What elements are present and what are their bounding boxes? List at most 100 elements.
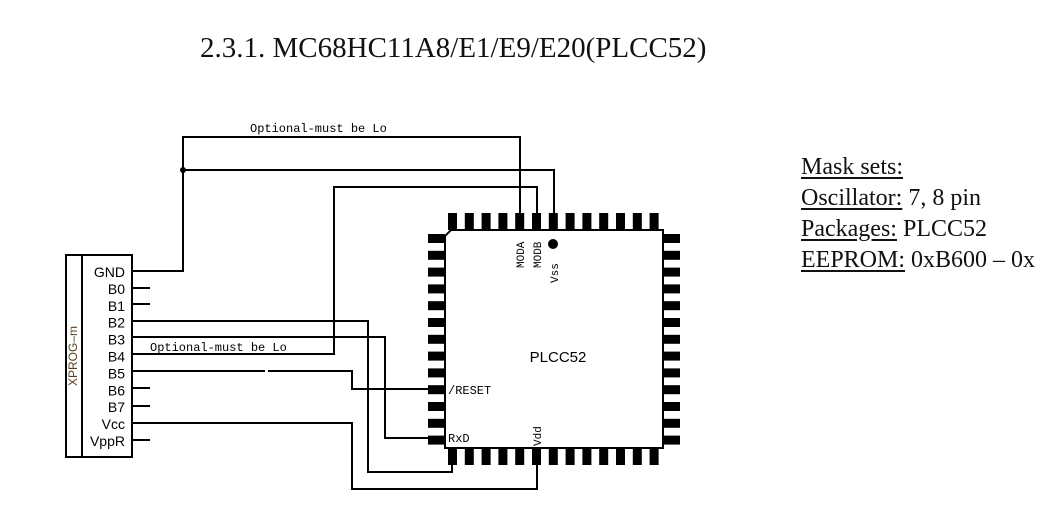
chip-pin-bottom xyxy=(464,448,474,465)
junction-dot xyxy=(180,167,186,173)
chip-pin-top xyxy=(532,213,541,230)
chip-pin-bottom xyxy=(548,448,558,465)
connector-pin-label: GND xyxy=(94,264,125,280)
chip-pin-top xyxy=(481,213,491,230)
wire-b5-reset xyxy=(268,370,428,390)
wires xyxy=(132,136,555,490)
chip-pin-top xyxy=(565,213,575,230)
note-mid: Optional-must be Lo xyxy=(150,341,287,355)
chip-pin-top xyxy=(448,213,457,230)
chip-pin-top xyxy=(616,213,625,230)
chip-pin-right xyxy=(663,418,680,428)
info-value: 7, 8 pin xyxy=(902,185,981,211)
connector-pin-label: B7 xyxy=(108,399,125,415)
info-key: Mask sets: xyxy=(801,154,903,180)
chip-pin-right xyxy=(663,234,680,243)
wire-gnd-vss xyxy=(183,169,555,213)
chip-pin-bottom xyxy=(448,448,457,465)
connector-pin-label: Vcc xyxy=(102,416,125,432)
chip-pin-top xyxy=(599,213,609,230)
pin1-indicator-dot xyxy=(548,239,558,249)
info-value: PLCC52 xyxy=(896,216,987,242)
chip-pin-left xyxy=(428,301,445,311)
chip-pin-bottom xyxy=(632,448,642,465)
info-key: Packages: xyxy=(801,216,897,242)
chip-pin-left xyxy=(428,402,445,411)
chip-pin-left xyxy=(428,368,445,378)
connector-pin-label: B5 xyxy=(108,365,125,381)
chip-pin-bottom xyxy=(565,448,575,465)
info-oscillator: Oscillator: 7, 8 pin xyxy=(801,183,1035,214)
chip-pin-right xyxy=(663,368,680,378)
info-key: EEPROM: xyxy=(801,247,906,273)
chip-pin-left xyxy=(428,351,445,361)
chip-pin-top xyxy=(498,213,508,230)
chip-package-label: PLCC52 xyxy=(530,349,587,366)
chip-pin-right xyxy=(663,318,680,327)
wire-b3-rxd xyxy=(132,336,428,439)
chip-pins xyxy=(428,213,680,465)
pin-label-vss: Vss xyxy=(550,263,562,283)
chip-pin-right xyxy=(663,351,680,361)
chip-pin-right xyxy=(663,385,680,395)
chip-pin-bottom xyxy=(649,448,659,465)
pin-label-moda: MODA xyxy=(516,241,528,268)
connector-name: XPROG–m xyxy=(66,326,80,386)
wire-b4-modb xyxy=(132,186,538,355)
wire-b2-bottom-pin xyxy=(132,320,453,473)
chip-body xyxy=(444,229,664,449)
pin-label-reset: /RESET xyxy=(448,384,491,398)
chip-pin-left xyxy=(428,435,445,445)
chip-pin-top xyxy=(464,213,474,230)
chip-pin-top xyxy=(515,213,525,230)
chip-pin-bottom xyxy=(616,448,625,465)
pin-label-vdd: Vdd xyxy=(533,426,545,446)
chip-pin-bottom xyxy=(599,448,609,465)
chip-pin-right xyxy=(663,334,680,344)
connector-pin-label: B0 xyxy=(108,281,125,297)
connector-pin-label: B1 xyxy=(108,298,125,314)
wire-vcc-vdd xyxy=(132,422,538,490)
pin-label-rxd: RxD xyxy=(448,432,470,446)
pin-label-modb: MODB xyxy=(533,241,545,268)
chip-pin-left xyxy=(428,234,445,243)
connector-pin-label: B2 xyxy=(108,315,125,331)
chip-pin-top xyxy=(582,213,592,230)
chip-pin-right xyxy=(663,402,680,411)
chip-pin-bottom xyxy=(481,448,491,465)
connector-pin-label: B3 xyxy=(108,332,125,348)
chip-pin-left xyxy=(428,284,445,294)
chip-pin-left xyxy=(428,250,445,260)
chip-pin-bottom xyxy=(582,448,592,465)
info-packages: Packages: PLCC52 xyxy=(801,214,1035,245)
chip-pin-right xyxy=(663,301,680,311)
info-key: Oscillator: xyxy=(801,185,903,211)
info-eeprom: EEPROM: 0xB600 – 0x xyxy=(801,245,1035,276)
chip-pin-top xyxy=(649,213,659,230)
connector-pin-label: B4 xyxy=(108,349,125,365)
chip-pin-left xyxy=(428,418,445,428)
chip-pin-bottom xyxy=(515,448,525,465)
connector-pin-label: VppR xyxy=(90,433,125,449)
section-title: 2.3.1. MC68HC11A8/E1/E9/E20(PLCC52) xyxy=(200,32,707,64)
chip-pin-right xyxy=(663,284,680,294)
chip-pin-right xyxy=(663,250,680,260)
plcc52-chip: PLCC52 MODA MODB Vss /RESET RxD Vdd xyxy=(428,213,680,465)
chip-pin-left xyxy=(428,385,445,395)
note-top: Optional-must be Lo xyxy=(250,122,387,136)
chip-pin-left xyxy=(428,318,445,327)
chip-pin-top xyxy=(632,213,642,230)
chip-pin-left xyxy=(428,334,445,344)
info-mask-sets: Mask sets: xyxy=(801,152,1035,183)
chip-pin-bottom xyxy=(498,448,508,465)
device-info: Mask sets: Oscillator: 7, 8 pin Packages… xyxy=(801,152,1035,276)
connector-pin-label: B6 xyxy=(108,382,125,398)
chip-pin-right xyxy=(663,267,680,277)
chip-pin-left xyxy=(428,267,445,277)
chip-pin-bottom xyxy=(532,448,541,465)
chip-pin-top xyxy=(548,213,558,230)
wire-gnd-moda xyxy=(132,136,521,272)
